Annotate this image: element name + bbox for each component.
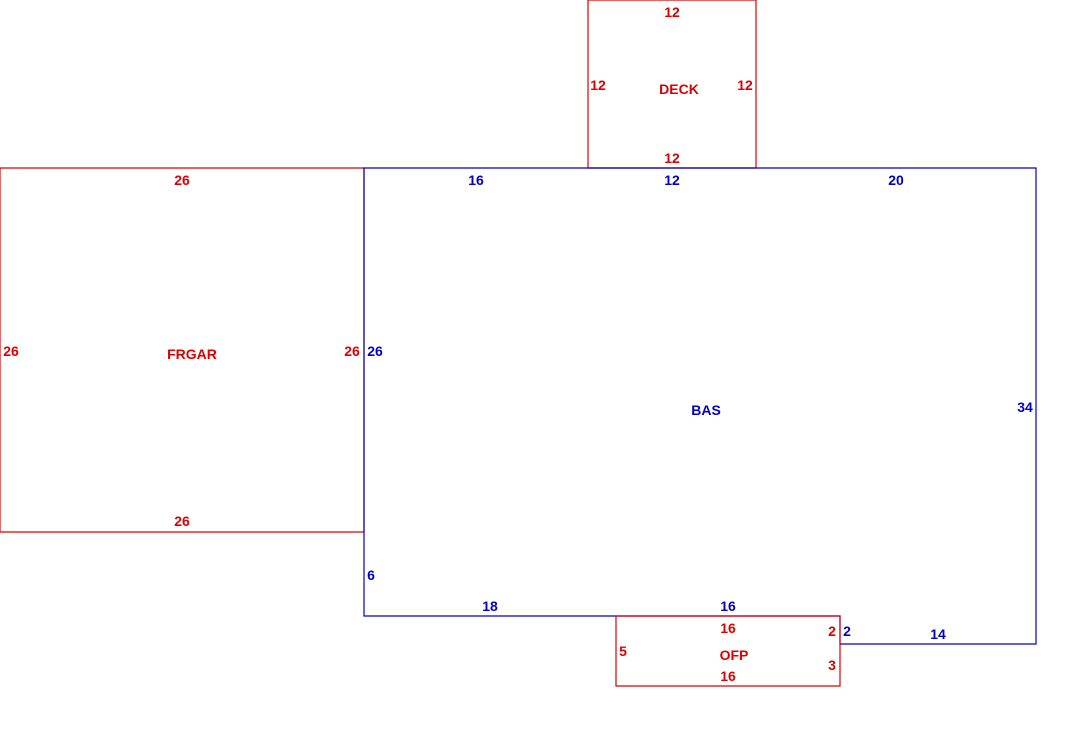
ofp-bottom-dimension: 16: [720, 668, 736, 684]
ofp-area: 16 5 2 3 16 OFP: [615, 615, 841, 687]
ofp-right-lower-dimension: 3: [828, 657, 836, 673]
deck-top-dimension: 12: [664, 4, 680, 20]
deck-label: DECK: [659, 81, 699, 97]
ofp-outline: [615, 615, 841, 687]
ofp-right-upper-dimension: 2: [828, 623, 836, 639]
bas-top-left-dimension: 16: [468, 172, 484, 188]
bas-left-lower-dimension: 6: [367, 567, 375, 583]
deck-right-dimension: 12: [737, 77, 753, 93]
frgar-bottom-dimension: 26: [174, 513, 190, 529]
bas-right-dimension: 34: [1017, 399, 1033, 415]
bas-top-right-dimension: 20: [888, 172, 904, 188]
ofp-left-dimension: 5: [619, 643, 627, 659]
bas-left-upper-dimension: 26: [367, 343, 383, 359]
bas-top-mid-dimension: 12: [664, 172, 680, 188]
bas-bottom-right-dimension: 14: [930, 626, 946, 642]
ofp-label: OFP: [720, 647, 749, 663]
bas-label: BAS: [691, 402, 721, 418]
deck-area: 12 12 12 12 DECK: [587, 0, 757, 169]
frgar-left-dimension: 26: [3, 343, 19, 359]
bas-step-dimension: 2: [843, 623, 851, 639]
bas-bottom-left-dimension: 18: [482, 598, 498, 614]
ofp-top-dimension: 16: [720, 620, 736, 636]
bas-bottom-mid-dimension: 16: [720, 598, 736, 614]
deck-bottom-dimension: 12: [664, 150, 680, 166]
frgar-top-dimension: 26: [174, 172, 190, 188]
frgar-label: FRGAR: [167, 346, 217, 362]
deck-left-dimension: 12: [590, 77, 606, 93]
frgar-area: 26 26 26 26 FRGAR: [0, 167, 365, 533]
frgar-right-dimension: 26: [344, 343, 360, 359]
bas-area: 16 12 20 26 6 34 18 16 2 14 BAS: [363, 167, 1037, 645]
